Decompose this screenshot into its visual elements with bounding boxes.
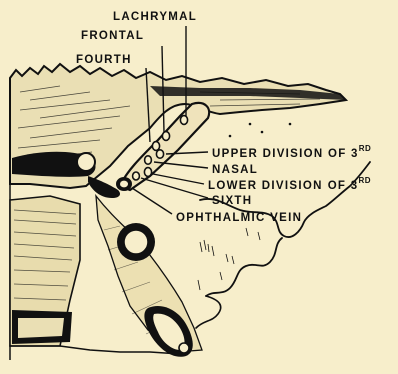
wing-outline-bottom xyxy=(196,296,221,328)
opening-nasal xyxy=(145,156,152,164)
opening-sixth xyxy=(133,172,140,180)
label-lower-division-of: OF 3 xyxy=(328,180,359,192)
label-lower-division-sup: RD xyxy=(358,176,371,185)
opening-ophthalmic-vein-inner xyxy=(120,181,128,188)
leader-sixth xyxy=(141,178,208,198)
roof-dots xyxy=(229,123,292,138)
bottom-edge xyxy=(10,346,180,354)
lower-cleft xyxy=(88,176,120,198)
opening-lachrymal xyxy=(180,116,187,125)
label-frontal: FRONTAL xyxy=(81,30,144,42)
label-upper-division: UPPER DIVISION OF 3RD xyxy=(212,144,371,160)
label-lower-division-text: LOWER DIVISION xyxy=(208,180,323,192)
label-lachrymal: LACHRYMAL xyxy=(113,11,197,23)
wing-outline-lower xyxy=(206,238,282,296)
opening-upper-division xyxy=(156,150,163,158)
label-fourth: FOURTH xyxy=(76,54,132,66)
left-foramen xyxy=(77,153,95,171)
label-nasal: NASAL xyxy=(212,164,258,176)
bottom-left-slab-inner xyxy=(18,318,64,338)
label-ophthalmic-vein: OPHTHALMIC VEIN xyxy=(176,212,302,224)
leader-lower-division xyxy=(153,174,204,184)
bottom-small-foramen xyxy=(179,343,189,353)
leader-ophthalmic-vein xyxy=(132,188,172,214)
label-lower-division: LOWER DIVISION OF 3RD xyxy=(208,176,371,192)
label-sixth: SIXTH xyxy=(212,195,252,207)
opening-lower-division xyxy=(144,168,151,177)
central-foramen-inner xyxy=(124,230,148,254)
label-upper-division-sup: RD xyxy=(359,144,372,153)
wing-stipple xyxy=(198,228,260,290)
diagram-artwork: LACHRYMAL FRONTAL FOURTH UPPER DIVISION … xyxy=(10,11,371,360)
opening-frontal xyxy=(162,132,169,141)
label-upper-division-text: UPPER DIVISION OF 3 xyxy=(212,148,359,160)
leader-frontal xyxy=(162,46,164,132)
opening-fourth xyxy=(152,142,159,151)
